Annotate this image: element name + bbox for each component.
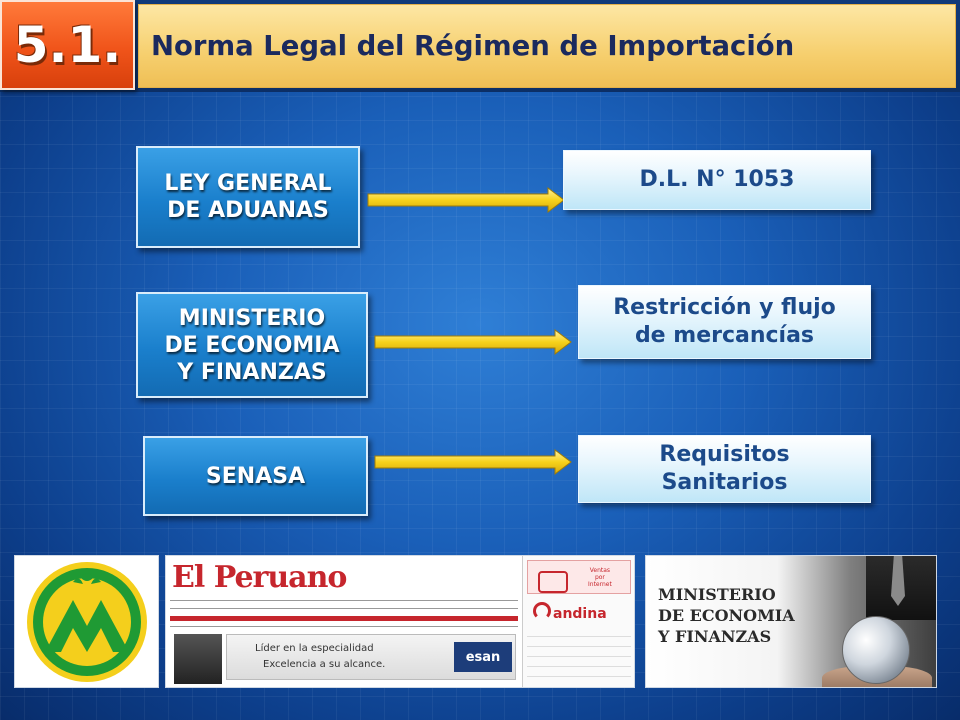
tie-figure <box>891 556 905 606</box>
source-box-ministerio-economia: MINISTERIO DE ECONOMIA Y FINANZAS <box>136 292 368 398</box>
source-label: LEY GENERAL DE ADUANAS <box>164 171 332 223</box>
senasa-logo <box>27 562 147 682</box>
section-number: 5.1. <box>13 16 122 74</box>
page-title: Norma Legal del Régimen de Importación <box>151 30 795 62</box>
banner-line-2: Excelencia a su alcance. <box>263 659 386 670</box>
arrow-row-2 <box>374 329 572 355</box>
target-label: Restricción y flujo de mercancías <box>613 295 836 348</box>
sidebar-line <box>527 636 631 637</box>
target-box-requisitos-sanitarios: Requisitos Sanitarios <box>578 435 871 503</box>
crystal-globe <box>842 616 910 684</box>
senasa-logo-panel <box>14 555 159 688</box>
ventas-text: Ventas por Internet <box>588 567 612 588</box>
target-box-dl-1053: D.L. N° 1053 <box>563 150 871 210</box>
ministerio-text: MINISTERIO DE ECONOMIA Y FINANZAS <box>658 585 795 646</box>
esan-ad: esan <box>454 642 512 672</box>
arrow-row-3 <box>374 449 572 475</box>
el-peruano-red-bar <box>170 616 518 621</box>
andina-logo-icon <box>533 602 551 620</box>
sidebar-line <box>527 646 631 647</box>
source-label: MINISTERIO DE ECONOMIA Y FINANZAS <box>164 305 340 385</box>
title-box: Norma Legal del Régimen de Importación <box>138 4 956 88</box>
sidebar-line <box>527 676 631 677</box>
arrow-row-1 <box>367 187 565 213</box>
ministerio-panel: MINISTERIO DE ECONOMIA Y FINANZAS <box>645 555 937 688</box>
el-peruano-panel: El Peruano Líder en la especialidad Exce… <box>165 555 635 688</box>
el-peruano-rule <box>170 608 518 609</box>
target-box-restriccion-flujo: Restricción y flujo de mercancías <box>578 285 871 359</box>
el-peruano-rule <box>170 600 518 601</box>
el-peruano-sidebar: Ventas por Internet andina <box>522 556 634 687</box>
el-peruano-masthead: El Peruano <box>172 560 347 595</box>
cart-icon <box>538 571 568 593</box>
ventas-box: Ventas por Internet <box>527 560 631 594</box>
sidebar-line <box>527 656 631 657</box>
target-label: D.L. N° 1053 <box>639 167 795 192</box>
el-peruano-photo <box>174 634 222 684</box>
source-label: SENASA <box>205 463 306 489</box>
target-label: Requisitos Sanitarios <box>659 442 790 495</box>
source-box-ley-general-aduanas: LEY GENERAL DE ADUANAS <box>136 146 360 248</box>
section-number-box: 5.1. <box>0 0 135 90</box>
source-box-senasa: SENASA <box>143 436 368 516</box>
banner-line-1: Líder en la especialidad <box>255 643 374 654</box>
el-peruano-rule <box>170 626 518 627</box>
andina-brand: andina <box>553 606 607 622</box>
sidebar-line <box>527 666 631 667</box>
